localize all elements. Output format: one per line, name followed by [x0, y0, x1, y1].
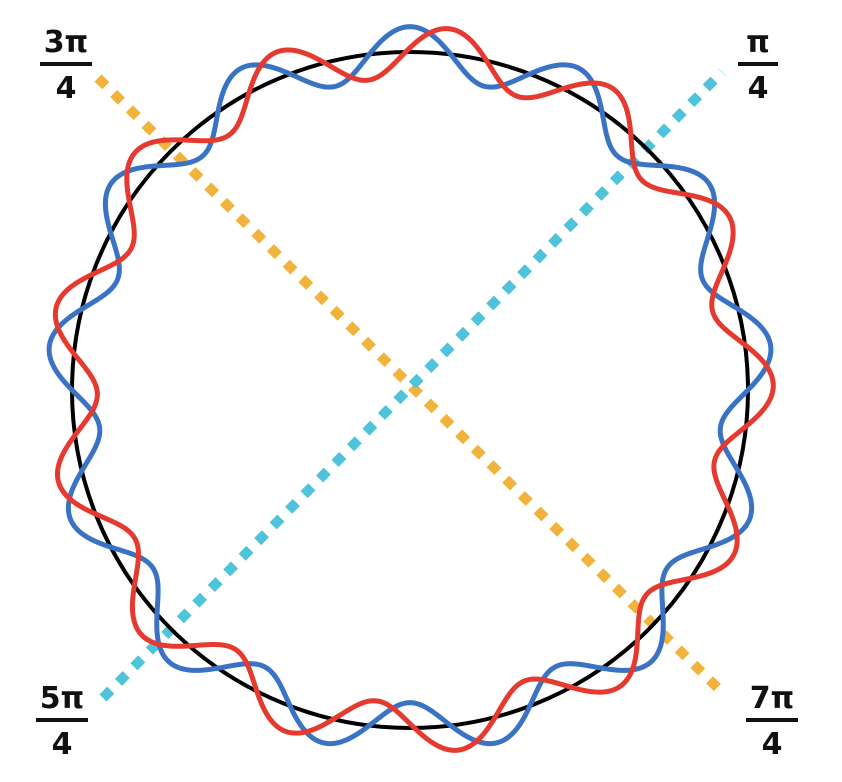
angle-label-three-pi-over-4: 3π 4	[40, 25, 92, 106]
wave-blue	[46, 24, 774, 747]
angle-label-denominator: 4	[748, 71, 769, 106]
angle-label-numerator: 5π	[40, 681, 85, 716]
diagonal-line-cyan	[99, 68, 726, 702]
angle-label-numerator: 7π	[750, 681, 795, 716]
angle-label-numerator: π	[746, 25, 770, 60]
angle-label-pi-over-4: π 4	[738, 25, 778, 106]
angle-label-seven-pi-over-4: 7π 4	[746, 681, 798, 762]
wave-red	[52, 26, 776, 753]
diagonal-line-orange	[94, 74, 729, 699]
angle-label-numerator: 3π	[44, 25, 89, 60]
angle-label-denominator: 4	[56, 71, 77, 106]
angle-label-denominator: 4	[52, 727, 73, 762]
angle-label-five-pi-over-4: 5π 4	[36, 681, 88, 762]
angle-label-denominator: 4	[762, 727, 783, 762]
